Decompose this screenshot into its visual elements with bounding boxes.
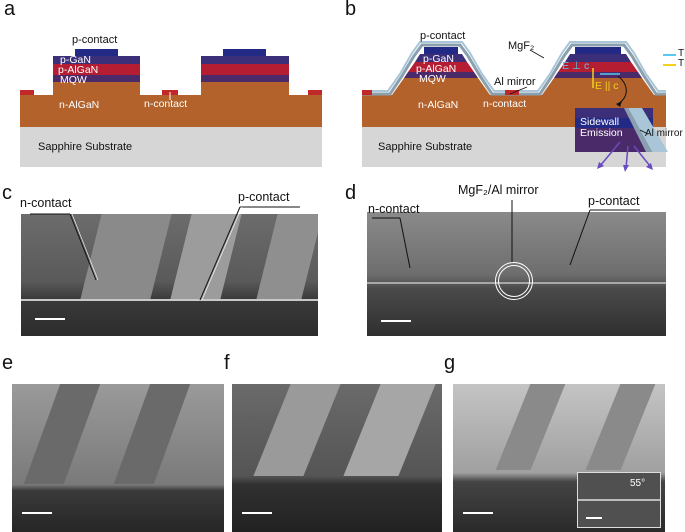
label-mgf2-b: MgF₂ [508, 40, 535, 52]
inset-mirror-b [628, 108, 668, 152]
p-gan-2-a [201, 56, 289, 64]
label-p-contact-d: p-contact [588, 194, 640, 208]
label-mqw-a: MQW [60, 74, 87, 86]
legend-te-b: TE [678, 48, 685, 59]
n-algan-mesa1-a [53, 82, 140, 96]
label-mirror-d: MgF₂/Al mirror [458, 183, 539, 197]
label-p-contact-c: p-contact [238, 190, 290, 204]
panel-letter-b: b [345, 0, 357, 20]
p-contact-2-a [223, 49, 266, 56]
label-n-contact-a: n-contact [144, 98, 188, 110]
label-p-gan-a: p-GaN [60, 54, 91, 66]
label-p-algan-a: p-AlGaN [58, 64, 99, 76]
p-contact-1-a [75, 49, 118, 56]
label-e-par-b: E || c [595, 80, 619, 92]
sem-image-c [21, 214, 318, 336]
label-e-perp-b: E ⊥ c [562, 60, 590, 72]
panel-letter-e: e [2, 352, 14, 374]
mqw-1-a [53, 75, 140, 82]
p-gan-1-a [53, 56, 140, 64]
label-p-algan-b: p-AlGaN [416, 63, 457, 75]
legend-tm-b: TM [678, 58, 685, 69]
p-gan-2-b [565, 54, 631, 62]
label-al-mirror-2-b: Al mirror [645, 128, 683, 139]
label-mqw-b: MQW [419, 73, 446, 85]
sem-inset-g [577, 472, 661, 528]
p-algan-2-b [558, 62, 638, 72]
label-n-algan-a: n-AlGaN [59, 99, 100, 111]
p-algan-2-a [201, 64, 289, 75]
mqw-2-a [201, 75, 289, 82]
label-n-contact-c: n-contact [20, 196, 72, 210]
p-contact-2-b [575, 47, 621, 54]
n-algan-base-a [20, 95, 322, 127]
label-p-contact-b: p-contact [420, 30, 466, 42]
label-sidewall-b: Sidewall [580, 116, 620, 128]
n-contact-right-a [308, 90, 322, 95]
n-contact-left-b [362, 90, 372, 95]
n-contact-b [505, 90, 519, 95]
label-p-contact-a: p-contact [72, 34, 118, 46]
n-contact-left-a [20, 90, 34, 95]
label-substrate-a: Sapphire Substrate [38, 141, 133, 153]
label-angle-g: 55° [630, 478, 646, 489]
p-algan-1-a [53, 64, 140, 75]
p-gan-1-b [415, 54, 467, 62]
mqw-1-b [404, 72, 478, 78]
n-algan-mesa2-a [201, 82, 289, 96]
panel-letter-f: f [224, 352, 230, 374]
label-n-algan-b: n-AlGaN [418, 99, 459, 111]
label-al-mirror-b: Al mirror [494, 76, 536, 88]
p-contact-1-b [424, 47, 458, 54]
panel-letter-a: a [4, 0, 16, 20]
sem-image-g [453, 384, 665, 532]
panel-letter-g: g [444, 352, 456, 374]
sem-image-f [232, 384, 442, 532]
sem-image-d [367, 212, 666, 336]
label-substrate-b: Sapphire Substrate [378, 141, 473, 153]
label-emission-b: Emission [580, 127, 623, 139]
label-n-contact-d: n-contact [368, 202, 420, 216]
label-p-gan-b: p-GaN [423, 53, 454, 65]
panel-letter-d: d [345, 182, 357, 204]
label-n-contact-b: n-contact [483, 98, 527, 110]
panel-letter-c: c [2, 182, 12, 204]
p-algan-1-b [408, 62, 474, 72]
n-algan-mesa1-b [392, 78, 490, 95]
substrate-a [20, 127, 322, 167]
sem-image-e [12, 384, 224, 532]
